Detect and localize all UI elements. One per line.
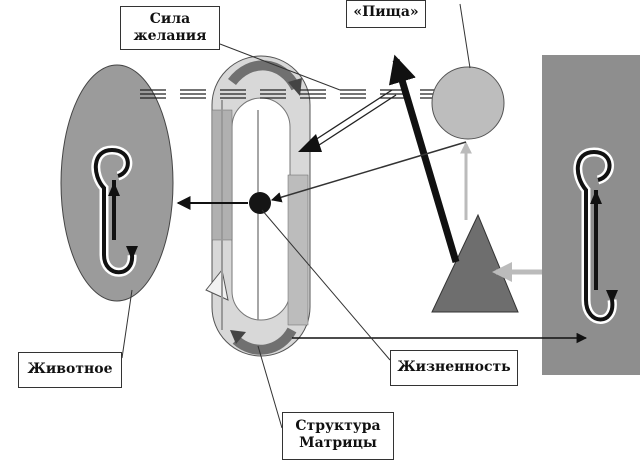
leader-struktura [257,345,283,429]
thick-black-arrow [388,54,460,263]
label-struktura-line2: Матрицы [299,435,377,451]
leader-pischa [459,3,471,69]
leader-zhivotnoe [121,289,133,359]
right-grey-panel [542,55,640,375]
label-struktura-line1: Структура [295,418,381,434]
label-zhivotnoe: Животное [18,352,122,388]
label-struktura-matricy: Структура Матрицы [282,412,394,460]
label-zhiznennost: Жизненность [390,350,518,386]
label-sila-line2: желания [133,28,207,44]
label-zhivotnoe-text: Животное [27,361,113,377]
double-arrow-to-matrix [298,89,397,152]
label-sila-line1: Сила [149,11,191,27]
animal-ellipse [60,64,174,302]
label-sila-zhelaniya: Сила желания [120,6,220,50]
leader-sila [219,43,341,91]
vitality-dot [249,192,271,214]
label-pischa-text: «Пища» [353,4,419,20]
thin-line-circle-to-dot [270,141,467,203]
panel-loop-icon [573,147,618,324]
leader-zhiznennost [261,209,391,361]
label-pischa: «Пища» [346,0,426,28]
label-zhiznennost-text: Жизненность [397,359,511,375]
animal-loop-icon [91,145,138,277]
food-circle [431,66,505,140]
